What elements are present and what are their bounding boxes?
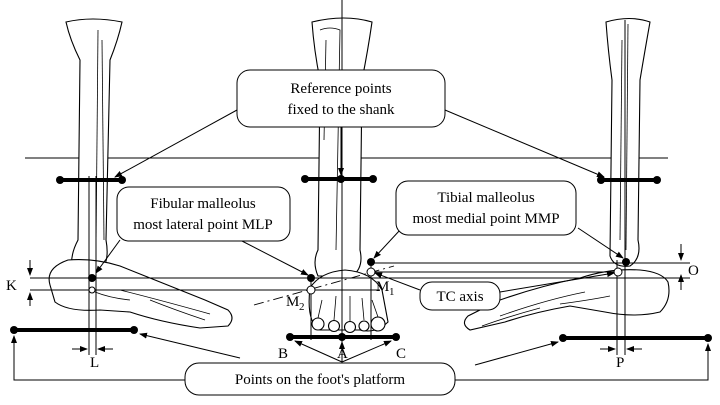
m2-point: [306, 285, 316, 295]
fibular-malleolus-callout: Fibular malleolus most lateral point MLP: [116, 186, 291, 242]
label-p: P: [616, 355, 624, 371]
svg-text:2: 2: [299, 301, 305, 313]
right-leg-medial-view: [463, 17, 670, 331]
right-tc-point: [613, 267, 623, 277]
left-leg-lateral-view: [48, 18, 233, 329]
left-malleolus-point: [88, 274, 96, 282]
m1-point: [366, 267, 376, 277]
reference-points-callout: Reference points fixed to the shank: [236, 69, 446, 128]
label-b: B: [278, 346, 288, 362]
fibular-callout-line1: Fibular malleolus: [150, 196, 256, 212]
tc-axis-label: TC axis: [436, 289, 483, 305]
svg-text:M: M: [286, 294, 299, 310]
left-tibia: [65, 18, 123, 274]
label-o: O: [688, 263, 699, 279]
svg-text:1: 1: [389, 286, 395, 298]
label-k: K: [6, 278, 17, 294]
tibial-malleolus-callout: Tibial malleolus most medial point MMP: [395, 180, 577, 236]
left-tc-point: [88, 286, 96, 294]
mlp-point: [307, 274, 315, 282]
mmp-point: [367, 258, 375, 266]
reference-callout-line1: Reference points: [290, 81, 391, 97]
platform-callout-label: Points on the foot's platform: [235, 372, 406, 388]
label-l: L: [90, 355, 99, 371]
reference-callout-line2: fixed to the shank: [287, 102, 395, 118]
left-foot: [48, 259, 233, 329]
tibial-callout-line1: Tibial malleolus: [437, 190, 535, 206]
right-tibia: [605, 17, 651, 267]
tc-axis-callout: TC axis: [419, 281, 501, 311]
svg-text:M: M: [376, 279, 389, 295]
platform-points-callout: Points on the foot's platform: [184, 362, 456, 396]
label-m2: M 2: [286, 294, 305, 313]
right-malleolus-point: [622, 258, 630, 266]
label-c: C: [396, 346, 406, 362]
fibular-callout-line2: most lateral point MLP: [133, 217, 273, 233]
tibial-callout-line2: most medial point MMP: [412, 211, 559, 227]
label-a: A: [337, 346, 348, 362]
label-m1: M 1: [376, 279, 395, 298]
